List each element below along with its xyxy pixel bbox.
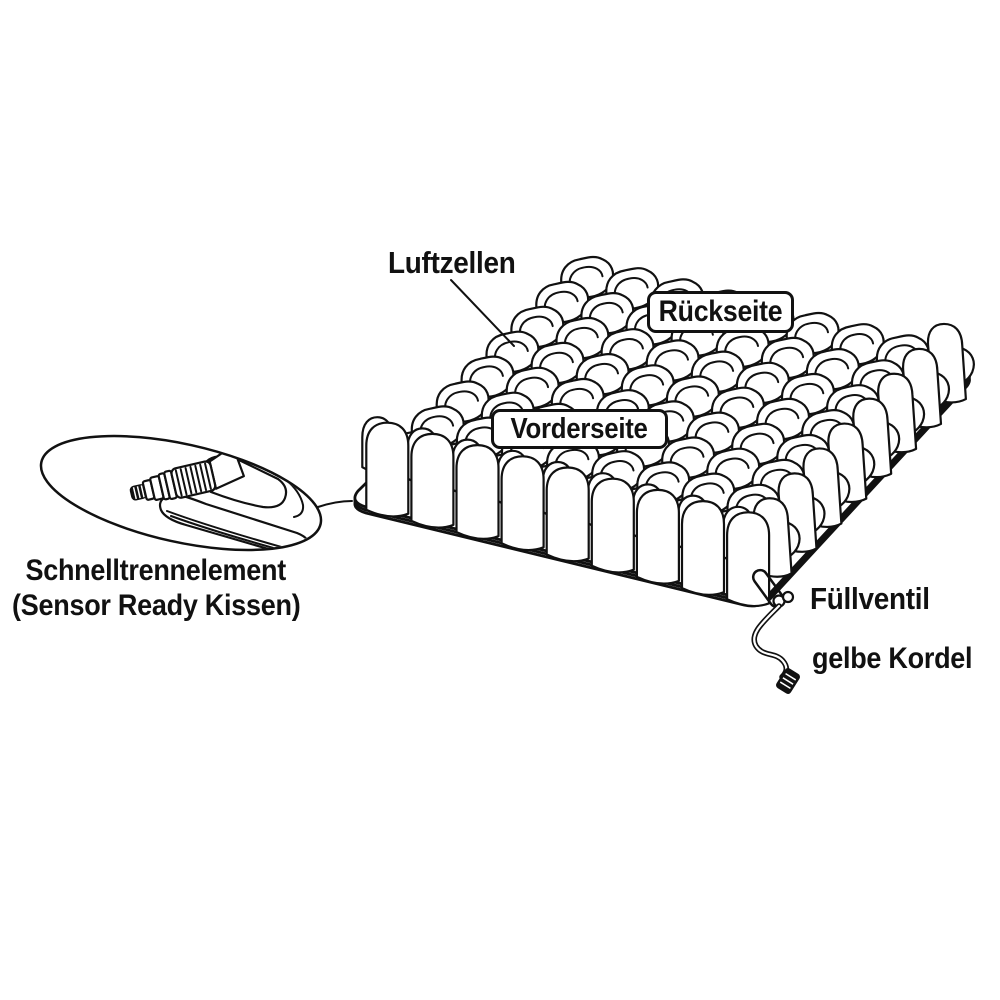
- label-fuellventil: Füllventil: [810, 581, 930, 616]
- leader-line-detail: [317, 500, 353, 508]
- quick-disconnect-connector-drawing: [129, 444, 310, 557]
- leader-line-luftzellen: [450, 279, 515, 347]
- label-luftzellen: Luftzellen: [388, 245, 516, 280]
- cord-tassel-drawing: [776, 668, 800, 694]
- yellow-cord-drawing: [751, 603, 800, 694]
- label-gelbe-kordel: gelbe Kordel: [812, 642, 973, 675]
- label-vorderseite-box: Vorderseite: [491, 409, 668, 449]
- label-rueckseite-box: Rückseite: [647, 291, 794, 333]
- label-schnelltrennelement: Schnelltrennelement (Sensor Ready Kissen…: [11, 554, 301, 622]
- detail-circle: [39, 434, 353, 557]
